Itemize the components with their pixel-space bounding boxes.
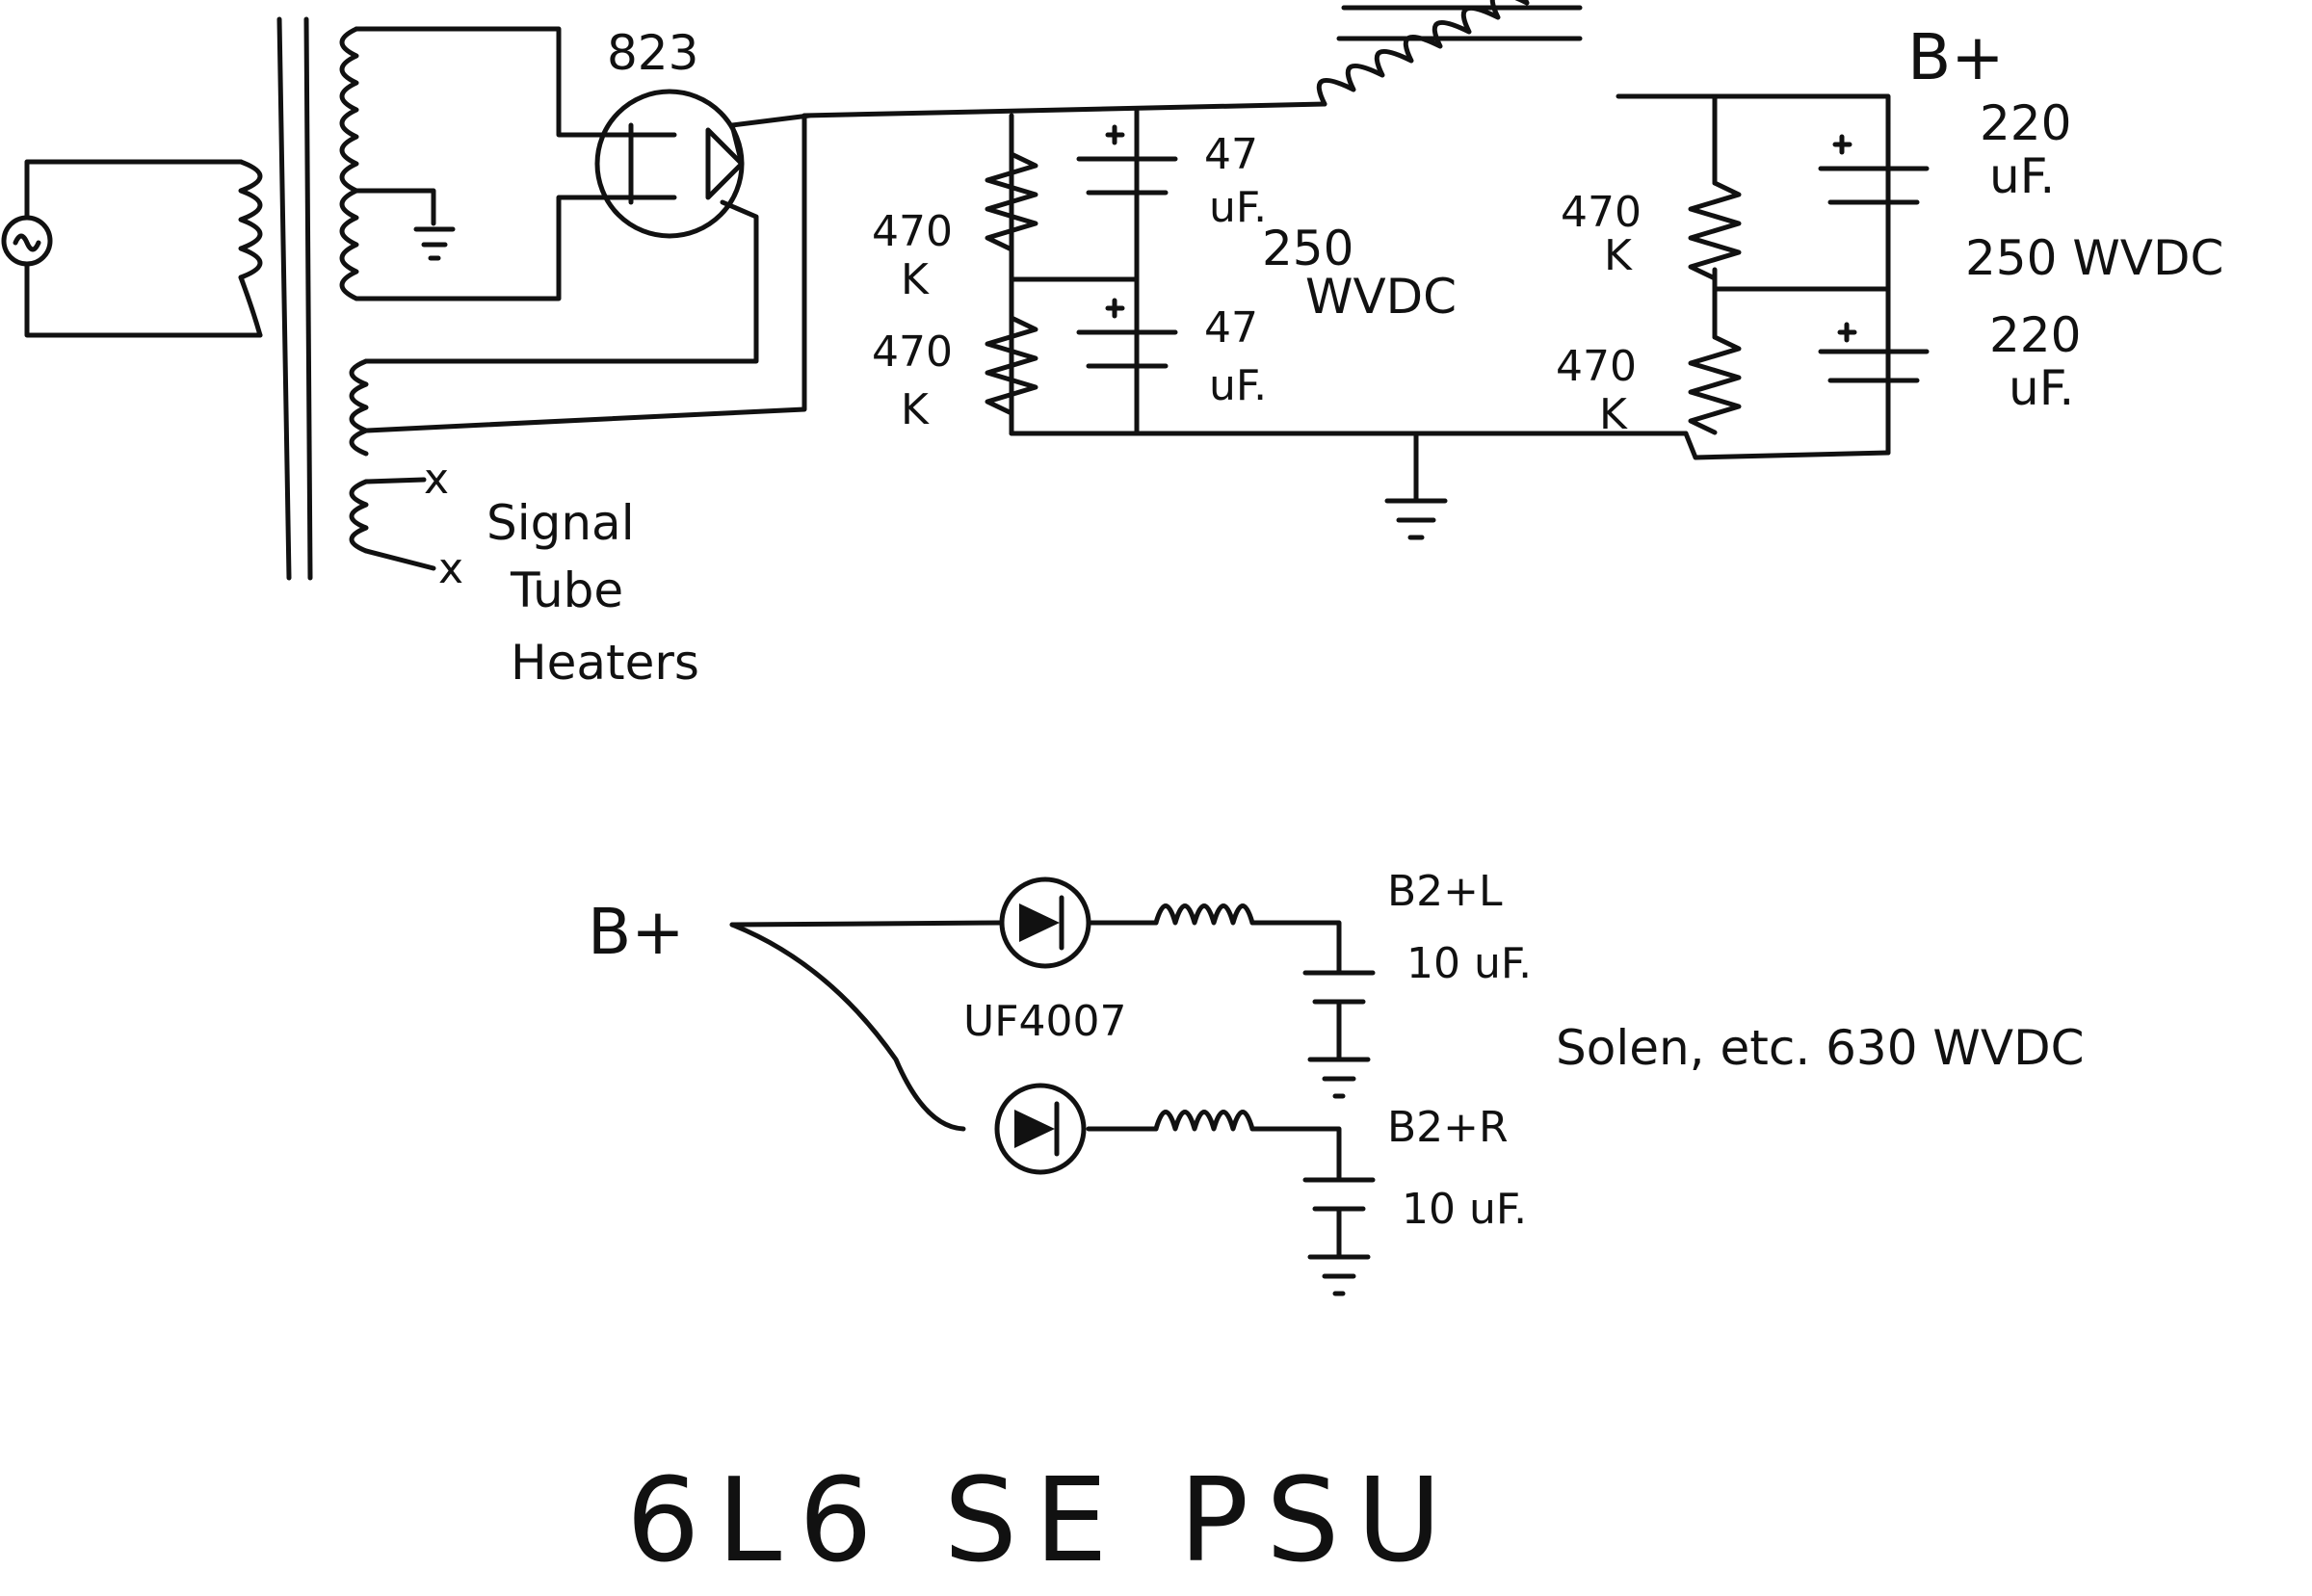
b2-supply-wiring <box>729 920 1342 1183</box>
resistor-r2a <box>1688 180 1742 281</box>
tube-label: 823 <box>607 25 698 81</box>
ground-symbol <box>1384 431 1448 540</box>
winding-x2-label: x <box>438 544 463 593</box>
r1b-unit: K <box>901 385 930 434</box>
out-right-cap: 10 uF. <box>1402 1185 1527 1234</box>
transformer-core <box>276 16 313 581</box>
r2a-unit: K <box>1604 231 1633 280</box>
bplus-top-label: B+ <box>1907 20 2005 94</box>
c2b-value: 220 <box>1989 307 2081 363</box>
diagram-title: 6L6 SE PSU <box>626 1454 1458 1588</box>
ac-source <box>1 159 263 338</box>
out-left-cap: 10 uF. <box>1406 939 1532 988</box>
filter-choke <box>1316 0 1891 128</box>
diode-left <box>999 876 1091 969</box>
c2-rating: 250 WVDC <box>1965 230 2223 286</box>
heater-label-line3: Heaters <box>511 635 699 691</box>
rectifier-filament-winding <box>349 113 807 457</box>
out-right-label: B2+R <box>1387 1103 1509 1152</box>
c2b-unit: uF. <box>2009 360 2074 416</box>
c1a-unit: uF. <box>1209 183 1267 232</box>
resistor-r1b <box>985 315 1038 416</box>
c2a-unit: uF. <box>1989 148 2055 204</box>
capacitor-c1a <box>1076 124 1178 196</box>
hv-secondary-winding <box>339 26 639 301</box>
winding-x1-label: x <box>424 455 449 504</box>
resistor-r1a <box>985 151 1038 252</box>
bplus-bottom-label: B+ <box>588 895 685 969</box>
capacitor-b2l <box>1302 970 1376 1099</box>
primary-winding <box>238 159 263 338</box>
resistor-r2b <box>1688 334 1742 435</box>
c1-rating-value: 250 <box>1262 221 1353 276</box>
diode-label: UF4007 <box>963 997 1127 1046</box>
capacitor-b2r <box>1302 1177 1376 1296</box>
signal-heater-winding <box>349 477 436 571</box>
capacitor-c2a <box>1818 134 1930 205</box>
r1b-value: 470 <box>872 327 953 377</box>
heater-label-line1: Signal <box>486 495 635 551</box>
r2b-value: 470 <box>1556 342 1637 391</box>
capacitor-c2b <box>1818 322 1930 383</box>
capacitor-c1b <box>1076 298 1178 369</box>
c1-rating-unit: WVDC <box>1305 269 1457 325</box>
out-rating: Solen, etc. 630 WVDC <box>1556 1020 2085 1076</box>
c2a-value: 220 <box>1980 95 2071 151</box>
r1a-unit: K <box>901 255 930 304</box>
resistor-right <box>1153 1110 1255 1132</box>
c1b-unit: uF. <box>1209 361 1267 410</box>
r1a-value: 470 <box>872 207 953 256</box>
r2a-value: 470 <box>1561 188 1642 237</box>
heater-label-line2: Tube <box>510 563 623 618</box>
diode-right <box>994 1083 1087 1175</box>
c1b-value: 47 <box>1204 303 1258 353</box>
r2b-unit: K <box>1599 390 1628 439</box>
resistor-left <box>1153 903 1255 926</box>
c1a-value: 47 <box>1204 130 1258 179</box>
rectifier-tube <box>594 89 812 239</box>
b-plus-rail-second <box>1683 93 1891 460</box>
out-left-label: B2+L <box>1387 867 1503 916</box>
